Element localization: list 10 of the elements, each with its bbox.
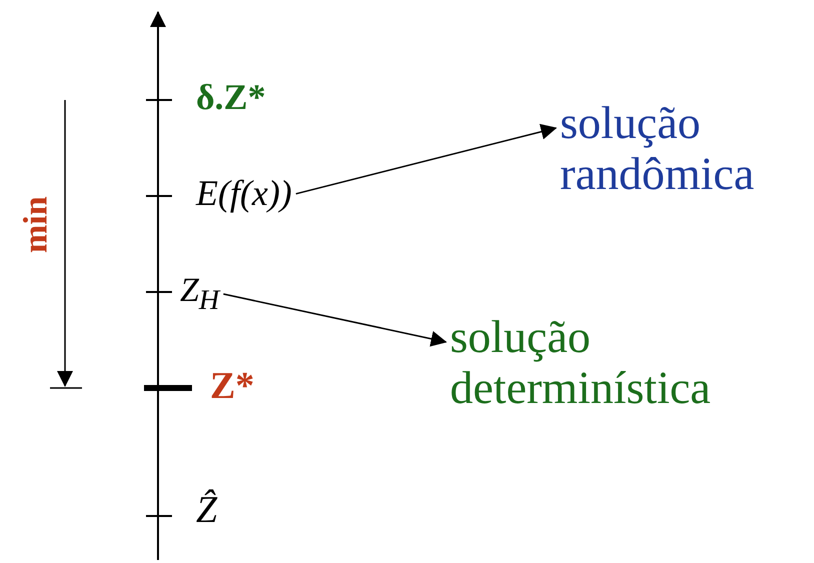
arrow (296, 124, 557, 195)
axis-label: Z* (210, 366, 254, 408)
axis-label: E(f(x)) (196, 174, 292, 214)
axis-label: Z$_{H}$ (180, 272, 220, 316)
solution-label: solução determinística (450, 312, 790, 414)
arrow (223, 293, 447, 347)
solution-label: solução randômica (560, 98, 814, 200)
axis-direction-label: min (18, 196, 56, 254)
axis-label: δ.Z* (196, 78, 266, 118)
axis-label: Ẑ (196, 490, 218, 532)
